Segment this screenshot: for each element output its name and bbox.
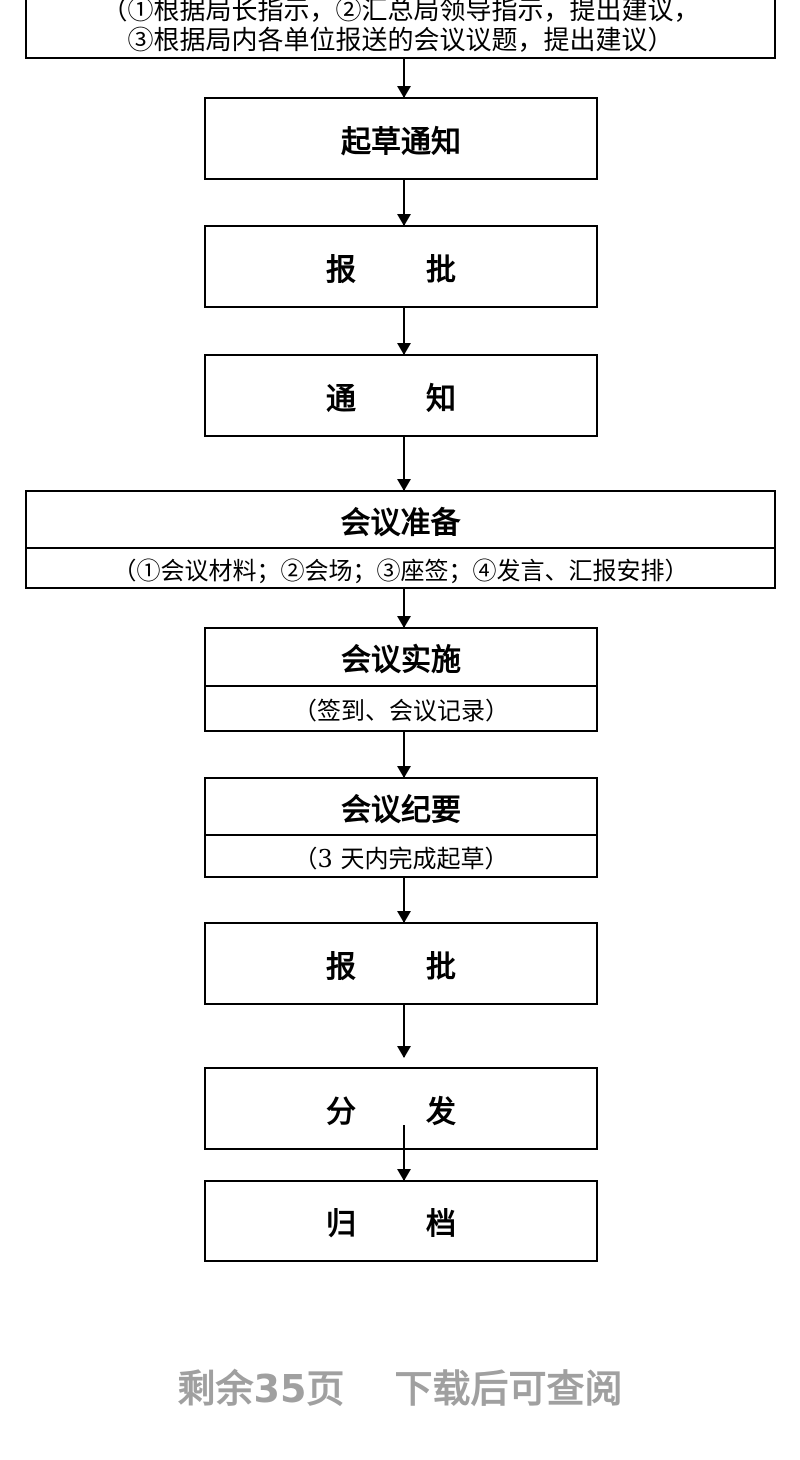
arrow	[397, 436, 411, 491]
step-distribute: 分 发	[204, 1067, 598, 1150]
arrow	[397, 588, 411, 628]
arrow	[397, 58, 411, 98]
arrow	[397, 877, 411, 923]
top-box: （①根据局长指示，②汇总局领导指示，提出建议， ③根据局内各单位报送的会议议题，…	[25, 0, 776, 59]
step-submit-approval: 报 批	[204, 225, 598, 308]
step-note: （签到、会议记录）	[206, 685, 596, 730]
step-meeting-prep: 会议准备 （①会议材料；②会场；③座签；④发言、汇报安排）	[25, 490, 776, 589]
step-meeting-run: 会议实施 （签到、会议记录）	[204, 627, 598, 732]
remaining-pages: 剩余35页	[177, 1367, 345, 1411]
step-note: （①会议材料；②会场；③座签；④发言、汇报安排）	[27, 547, 774, 587]
top-box-line2: ③根据局内各单位报送的会议议题，提出建议）	[127, 26, 674, 56]
step-submit-approval-2: 报 批	[204, 922, 598, 1005]
download-prompt[interactable]: 剩余35页 下载后可查阅	[0, 1358, 800, 1413]
step-note: （3 天内完成起草）	[206, 834, 596, 876]
step-archive: 归 档	[204, 1180, 598, 1262]
step-notify: 通 知	[204, 354, 598, 437]
arrow	[397, 179, 411, 226]
arrow	[397, 1004, 411, 1058]
step-minutes: 会议纪要 （3 天内完成起草）	[204, 777, 598, 878]
step-title: 会议准备	[340, 505, 461, 541]
top-box-line1: （①根据局长指示，②汇总局领导指示，提出建议，	[101, 0, 700, 26]
step-title: 会议实施	[341, 643, 461, 678]
download-hint: 下载后可查阅	[394, 1367, 623, 1411]
step-title: 会议纪要	[341, 792, 461, 828]
arrow	[397, 731, 411, 778]
arrow	[397, 1125, 411, 1181]
arrow	[397, 307, 411, 355]
step-draft-notice: 起草通知	[204, 97, 598, 180]
